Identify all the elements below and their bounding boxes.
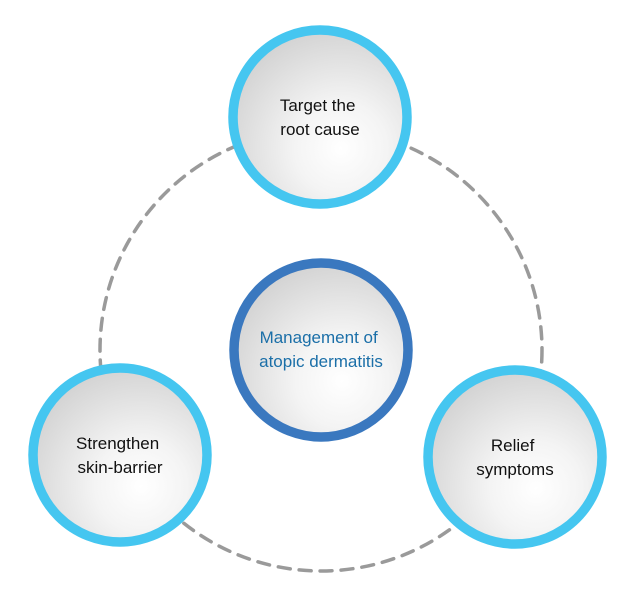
node-strengthen-skin-barrier: Strengthen skin-barrier — [28, 363, 212, 547]
node-label-line-1: Strengthen — [76, 434, 159, 453]
center-label: Management of atopic dermatitis — [259, 328, 383, 371]
node-circle-strengthen-skin-barrier — [28, 363, 212, 547]
node-label-line-1: Target the — [280, 96, 356, 115]
node-circle-relief-symptoms — [423, 365, 607, 549]
node-circle-target-root-cause — [228, 25, 412, 209]
node-target-root-cause: Target the root cause — [228, 25, 412, 209]
node-label-line-2: symptoms — [476, 460, 553, 479]
node-label-target-root-cause: Target the root cause — [280, 96, 360, 139]
node-label-relief-symptoms: Relief symptoms — [476, 436, 553, 479]
center-label-line-2: atopic dermatitis — [259, 352, 383, 371]
center-node: Management of atopic dermatitis — [229, 258, 413, 442]
node-label-line-2: skin-barrier — [77, 458, 162, 477]
center-circle — [229, 258, 413, 442]
node-relief-symptoms: Relief symptoms — [423, 365, 607, 549]
node-label-line-2: root cause — [280, 120, 359, 139]
node-label-line-1: Relief — [491, 436, 535, 455]
center-label-line-1: Management of — [260, 328, 378, 347]
node-label-strengthen-skin-barrier: Strengthen skin-barrier — [76, 434, 164, 477]
